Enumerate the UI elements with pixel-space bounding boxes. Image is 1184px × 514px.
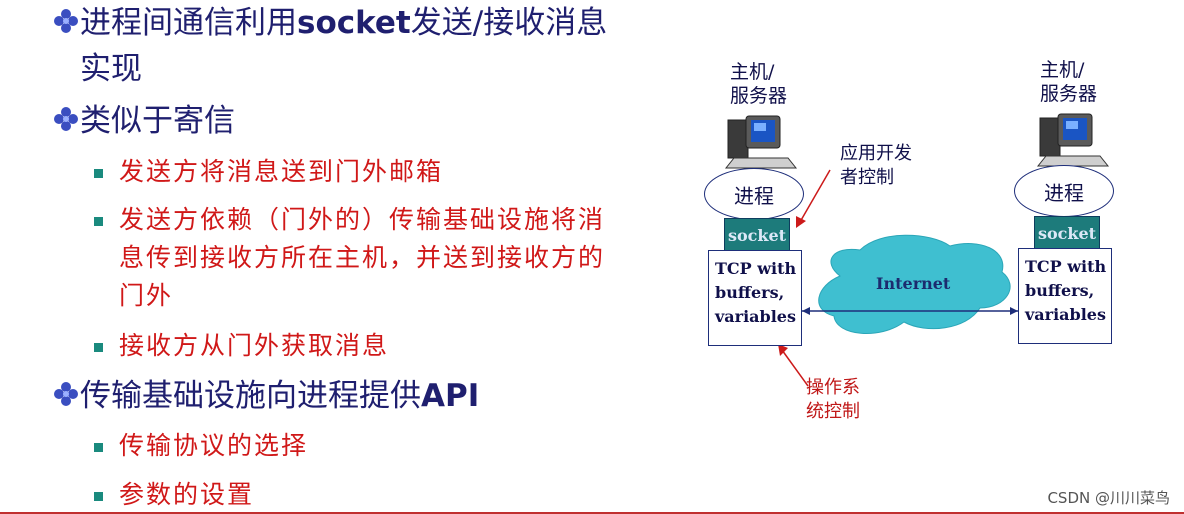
diamond-bullet-icon — [54, 9, 78, 33]
sub-bullet-text: 传输协议的选择 — [119, 431, 309, 460]
bullet-text-part: 实现 — [80, 51, 142, 87]
bullet-text-part: 传输基础设施向进程提供 — [80, 378, 421, 414]
annotation-arrow-os — [781, 349, 809, 387]
csdn-watermark: CSDN @川川菜鸟 — [1047, 489, 1170, 507]
sub-bullet-line: 息传到接收方所在主机，并送到接收方的 — [119, 243, 606, 272]
arrowhead — [802, 307, 810, 315]
sub-bullet-sender-mailbox: 发送方将消息送到门外邮箱 — [90, 153, 443, 191]
sub-bullet-text: 参数的设置 — [119, 480, 255, 509]
bullet-text-part: API — [421, 378, 480, 414]
os-control-label: 操作系 统控制 — [806, 377, 860, 422]
host-label-left: 主机/ 服务器 — [730, 61, 788, 107]
internet-label: Internet — [876, 274, 951, 293]
process-ellipse-left: 进程 — [704, 168, 804, 220]
arrowhead — [796, 216, 806, 228]
sub-bullet-parameter-settings: 参数的设置 — [90, 476, 254, 514]
bottom-divider — [0, 512, 1184, 514]
sub-bullet-sender-infrastructure: 发送方依赖（门外的）传输基础设施将消 息传到接收方所在主机，并送到接收方的 门外 — [90, 201, 605, 315]
socket-box-left: socket — [724, 218, 790, 252]
square-bullet-icon — [94, 343, 103, 352]
sub-bullet-line: 门外 — [119, 281, 174, 310]
socket-diagram: 主机/ 服务器 主机/ 服务器 应用开发 者控制 进程 进程 socket so… — [690, 40, 1184, 440]
bullet-text: 进程间通信利用socket发送/接收消息 实现 — [80, 0, 607, 92]
socket-label: socket — [727, 225, 787, 245]
computer-icon — [724, 115, 798, 169]
tcp-box-left: TCP with buffers, variables — [708, 250, 802, 346]
sub-bullet-line: 发送方依赖（门外的）传输基础设施将消 — [119, 205, 606, 234]
sub-bullet-text: 发送方将消息送到门外邮箱 — [119, 157, 444, 186]
cloud-icon — [818, 234, 1011, 334]
sub-bullet-receiver: 接收方从门外获取消息 — [90, 327, 389, 365]
bullet-text-part: socket — [297, 5, 411, 41]
annotation-arrow-app — [799, 169, 831, 223]
process-ellipse-right: 进程 — [1014, 165, 1114, 217]
square-bullet-icon — [94, 217, 103, 226]
process-label: 进程 — [734, 183, 774, 208]
computer-icon — [1036, 113, 1110, 167]
process-label: 进程 — [1044, 180, 1084, 205]
diamond-bullet-icon — [54, 107, 78, 131]
host-label-right: 主机/ 服务器 — [1040, 59, 1098, 105]
square-bullet-icon — [94, 492, 103, 501]
square-bullet-icon — [94, 443, 103, 452]
arrowhead — [1010, 307, 1018, 315]
diamond-bullet-icon — [54, 382, 78, 406]
sub-bullet-text: 接收方从门外获取消息 — [119, 331, 390, 360]
bullet-api: 传输基础设施向进程提供API — [52, 373, 479, 419]
arrowhead — [778, 344, 788, 356]
bullet-socket-communication: 进程间通信利用socket发送/接收消息 实现 — [52, 0, 607, 92]
square-bullet-icon — [94, 169, 103, 178]
tcp-box-right: TCP with buffers, variables — [1018, 248, 1112, 344]
bullet-text-part: 发送/接收消息 — [410, 5, 608, 41]
bullet-text: 传输基础设施向进程提供API — [80, 373, 479, 419]
socket-label: socket — [1037, 223, 1097, 243]
bullet-like-mail: 类似于寄信 — [52, 98, 235, 144]
bullet-text: 类似于寄信 — [80, 103, 235, 139]
socket-box-right: socket — [1034, 216, 1100, 250]
bullet-text-part: 进程间通信利用 — [80, 5, 297, 41]
sub-bullet-protocol-choice: 传输协议的选择 — [90, 427, 308, 465]
sub-bullet-text: 发送方依赖（门外的）传输基础设施将消 息传到接收方所在主机，并送到接收方的 门外 — [119, 201, 605, 315]
app-developer-control-label: 应用开发 者控制 — [840, 143, 912, 188]
